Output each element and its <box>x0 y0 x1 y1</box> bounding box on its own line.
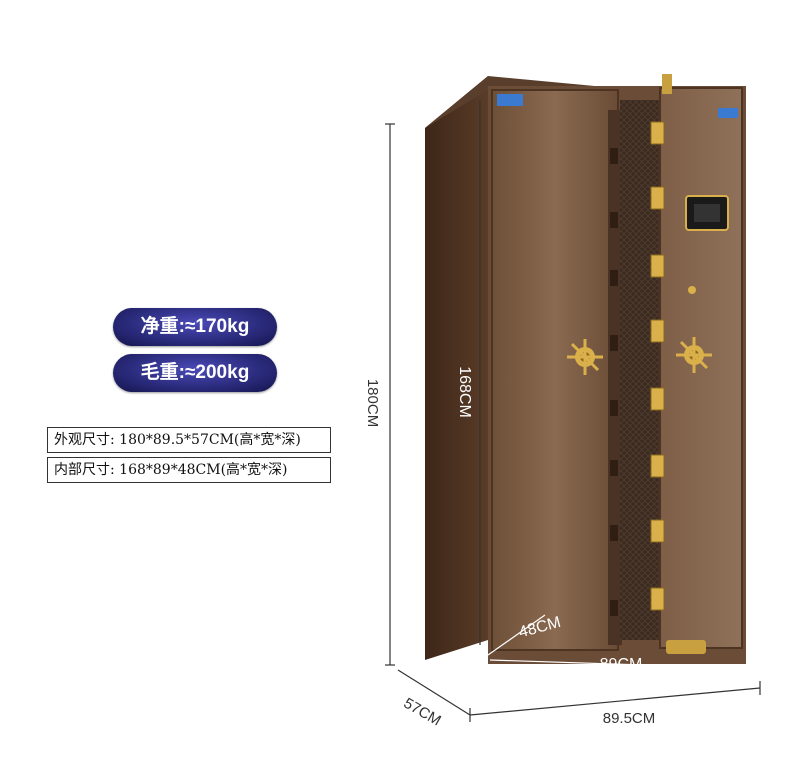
inner-width-label: 89CM <box>600 656 643 673</box>
inner-depth-line <box>487 614 546 656</box>
keyhole-icon <box>688 286 696 294</box>
outer-size-spec: 外观尺寸: 180*89.5*57CM(高*宽*深) <box>47 427 331 453</box>
bolt-holes <box>610 148 618 616</box>
brand-logo-left <box>497 94 523 106</box>
safe-interior <box>620 100 660 640</box>
inner-size-spec: 内部尺寸: 168*89*48CM(高*宽*深) <box>47 457 331 483</box>
top-hinge <box>662 74 672 94</box>
outer-depth-line <box>397 669 471 716</box>
safe-side-panel <box>425 76 488 660</box>
bottom-handle <box>666 640 706 654</box>
right-door <box>659 87 743 649</box>
outer-depth-label: 57CM <box>401 695 444 730</box>
door-bolts <box>650 121 665 611</box>
left-handle-wheel-icon <box>567 339 603 375</box>
brand-logo-right <box>718 108 738 118</box>
gross-weight-badge: 毛重:≈200kg <box>113 354 277 392</box>
right-handle-wheel-icon <box>676 337 712 373</box>
left-door-edge <box>608 110 622 645</box>
outer-height-label: 180CM <box>364 379 381 427</box>
net-weight-badge: 净重:≈170kg <box>113 308 277 346</box>
inner-width-line <box>489 659 737 669</box>
inner-height-label: 168CM <box>456 366 473 418</box>
outer-width-line <box>469 687 761 716</box>
outer-width-label: 89.5CM <box>603 710 656 727</box>
lock-keypad <box>694 204 720 222</box>
left-door <box>491 89 619 651</box>
